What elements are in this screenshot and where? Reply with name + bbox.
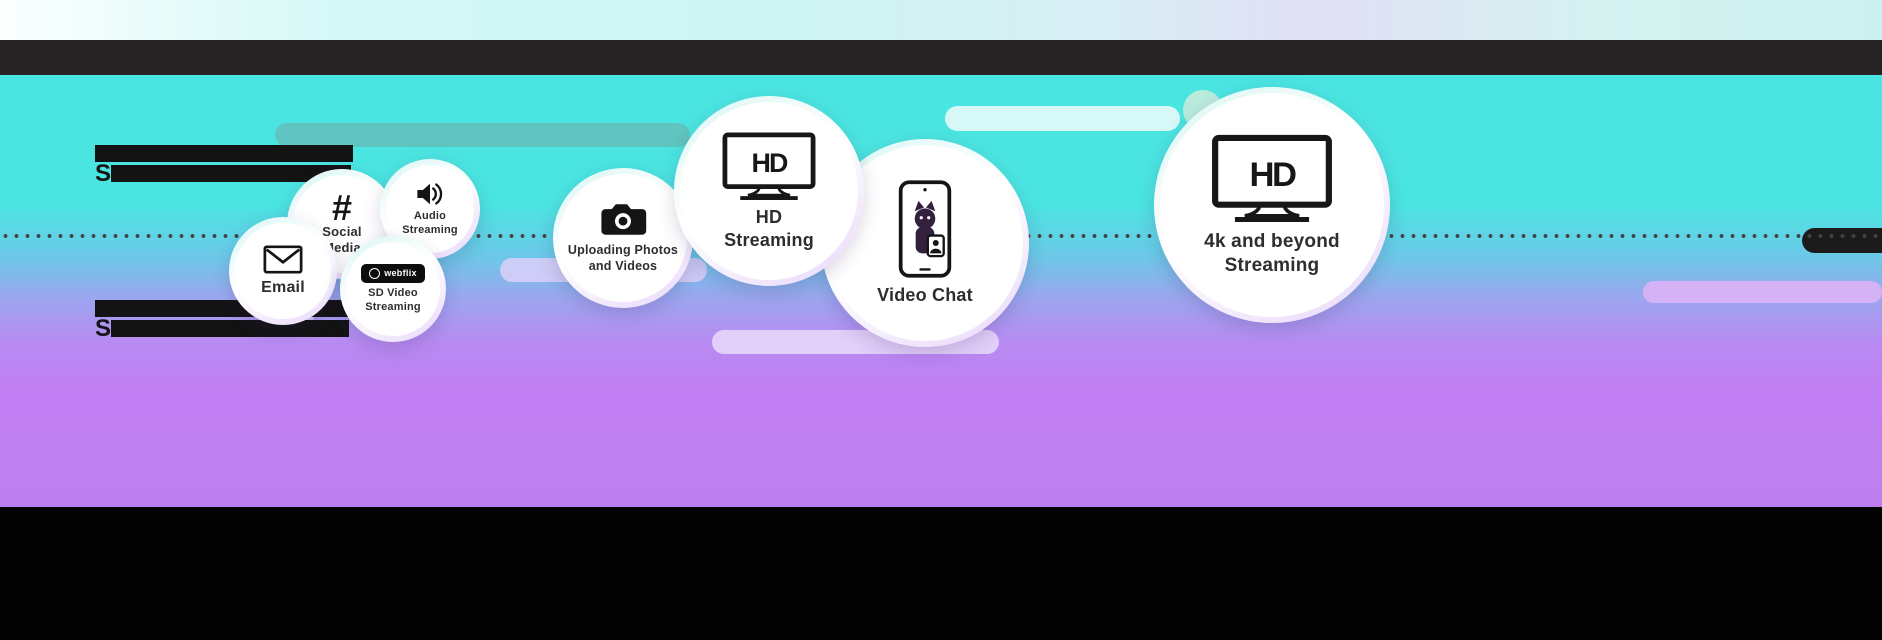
speed-tier-1-label-redacted: S [95,145,353,187]
bubble-audio-streaming: Audio Streaming [380,159,480,259]
bubble-label: Social Media [322,223,362,256]
redaction-bar [111,320,350,337]
play-circle-icon [369,267,381,279]
bubble-uploading-photos: Uploading Photos and Videos [553,168,693,308]
envelope-icon [263,244,303,274]
decor-pill-light-cyan [945,106,1180,131]
webflix-logo: webflix [361,263,425,283]
hd-badge-text: HD [752,148,788,178]
bubble-label: SD Video Streaming [365,286,421,313]
video-chat-phone-icon [898,180,952,278]
speaker-icon [417,183,443,205]
redaction-line-2: S [95,160,353,187]
hashtag-icon: # [331,186,353,228]
bubble-sd-video-streaming: webflix SD Video Streaming [340,236,446,342]
redaction-line-2: S [95,315,350,342]
bubble-label: HD Streaming [724,207,814,250]
bubble-hd-streaming: HD HD Streaming [674,96,864,286]
top-light-strip [0,0,1882,40]
bubble-email: Email [229,217,337,325]
hd-badge-text: HD [1249,156,1296,194]
decor-pill-teal [275,123,690,147]
decor-pill-lavender-3 [1643,281,1882,303]
redaction-bar [111,165,352,182]
bubble-label: Uploading Photos and Videos [567,243,679,273]
camera-icon [601,204,647,236]
bubble-4k-streaming: HD 4k and beyond Streaming [1154,87,1390,323]
bubble-video-chat: Video Chat [821,139,1029,347]
speed-tier-1-prefix: S [95,160,112,187]
bubble-label: Email [261,278,305,296]
bubble-label: Video Chat [877,285,973,306]
decor-pill-black-right [1802,228,1882,253]
top-dark-bar [0,40,1882,75]
bubble-label: 4k and beyond Streaming [1204,230,1340,276]
webflix-logo-text: webflix [384,268,417,279]
redaction-bar [95,145,353,162]
hd-tv-icon: HD [722,132,816,200]
bubble-label: Audio Streaming [402,210,458,236]
4k-tv-icon: HD [1212,134,1332,222]
speed-tier-2-prefix: S [95,315,112,342]
bottom-black-band [0,507,1882,640]
